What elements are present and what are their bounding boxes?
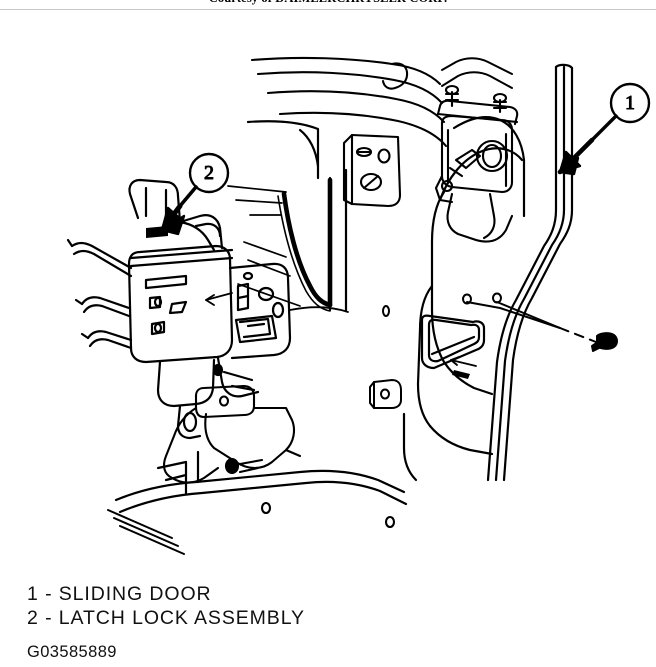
latch-control-rods [66,238,133,350]
credit-strip: Courtesy of DAIMLERCHRYSLER CORP. [0,0,656,9]
roller-hinge-bracket [434,84,519,243]
lower-hinge-bracket [162,384,396,529]
legend-block: 1 - SLIDING DOOR 2 - LATCH LOCK ASSEMBLY [27,582,587,630]
pillar-hole [382,305,390,317]
panel-reference-arrow [450,356,477,379]
sill-hatch-lines [107,509,185,555]
screw-fastener [591,332,618,352]
callout-2 [159,152,230,236]
latch-lock-assembly [127,178,292,440]
legend-item-latch-lock-assembly: 2 - LATCH LOCK ASSEMBLY [27,607,305,629]
panel-edge-curve [289,306,349,313]
upper-frame-detail [441,57,513,89]
sliding-door-illustration: 1 2 [66,56,651,555]
callout-1 [557,82,651,176]
pillar-tab-bracket [369,379,402,409]
courtesy-credit-text: Courtesy of DAIMLERCHRYSLER CORP. [0,0,656,6]
door-handle-recess [420,314,486,370]
screw-install-guide [462,292,597,343]
callout-1-number: 1 [625,92,635,114]
window-opening-seal [277,177,333,312]
door-outer-skin-right [486,63,574,482]
striker-bracket-plate [342,133,402,208]
door-body-panel [250,56,448,148]
legend-item-sliding-door: 1 - SLIDING DOOR [27,583,212,605]
header-divider [0,9,656,10]
callout-2-number: 2 [204,162,214,184]
figure-id-label: G03585889 [27,643,117,661]
rocker-sill-panel [114,450,408,514]
install-dashed-line [559,327,597,343]
